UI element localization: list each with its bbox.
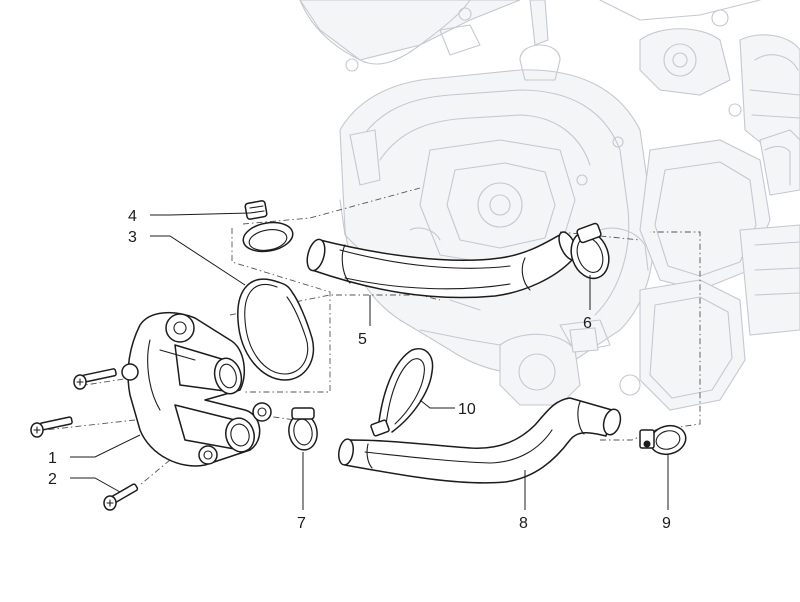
callout-1: 1 bbox=[48, 450, 57, 467]
callout-8: 8 bbox=[519, 515, 528, 532]
callout-9: 9 bbox=[662, 515, 671, 532]
engine-block-ghost bbox=[299, 0, 800, 411]
callout-3: 3 bbox=[128, 229, 137, 246]
hose-clamp-6 bbox=[570, 222, 610, 280]
callout-4: 4 bbox=[128, 208, 137, 225]
callout-numbers: 1 2 3 4 5 6 7 8 9 10 bbox=[48, 208, 671, 532]
callout-5: 5 bbox=[358, 331, 367, 348]
o-ring-gasket-3 bbox=[237, 278, 315, 381]
lower-hose-8 bbox=[337, 397, 622, 484]
screw-middle bbox=[30, 416, 73, 438]
screw-upper bbox=[73, 368, 117, 390]
hose-clamp-4 bbox=[242, 200, 294, 253]
callout-10: 10 bbox=[458, 401, 476, 418]
callout-6: 6 bbox=[583, 315, 592, 332]
hose-bracket-10 bbox=[370, 348, 434, 437]
thermostat-housing-1 bbox=[121, 311, 272, 467]
callout-2: 2 bbox=[48, 471, 57, 488]
hose-clamp-9 bbox=[639, 424, 687, 456]
callout-leaders bbox=[70, 212, 669, 510]
screw-2 bbox=[103, 483, 139, 511]
hose-clamp-7 bbox=[288, 407, 318, 451]
callout-7: 7 bbox=[297, 515, 306, 532]
